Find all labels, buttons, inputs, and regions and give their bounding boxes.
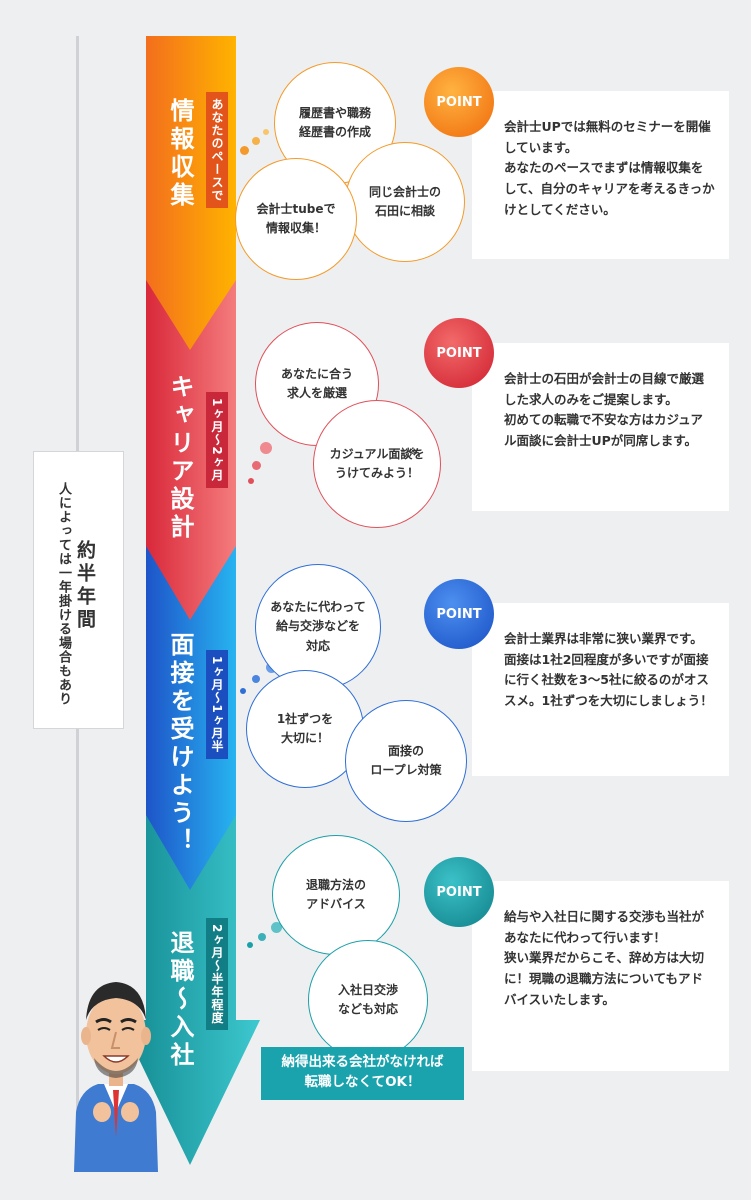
- bubble-dot: [240, 688, 246, 694]
- bubble-join-date: 入社日交渉 なども対応: [308, 940, 428, 1060]
- point-badge-1: POINT: [424, 67, 494, 137]
- bubble-dot: [252, 675, 260, 683]
- point-badge-2: POINT: [424, 318, 494, 388]
- stage-2-title: キャリア設計: [166, 374, 194, 542]
- point-card-3: 会計士業界は非常に狭い業界です。面接は1社2回程度が多いですが面接に行く社数を3…: [472, 603, 729, 776]
- bubble-negotiation: あなたに代わって 給与交渉などを 対応: [255, 564, 381, 690]
- stage-1-tag: あなたのペースで: [206, 92, 228, 208]
- bubble-dot: [258, 933, 266, 941]
- arrow-segment-2: [146, 270, 236, 620]
- bubble-dot: [252, 461, 261, 470]
- point-card-4: 給与や入社日に関する交渉も当社があなたに代わって行います！ 狭い業界だからこそ、…: [472, 881, 729, 1071]
- bubble-consult: 同じ会計士の 石田に相談: [345, 142, 465, 262]
- bubble-dot: [260, 442, 272, 454]
- stage-3-tag: 1ヶ月〜1ヶ月半: [206, 650, 228, 759]
- bubble-tube: 会計士tubeで 情報収集！: [235, 158, 357, 280]
- bubble-dot: [271, 922, 282, 933]
- stage-4-tag: 2ヶ月〜半年程度: [206, 918, 228, 1031]
- duration-box: 約半年間 人によっては一年掛ける場合もあり: [33, 451, 124, 729]
- bubble-casual-interview: カジュアル面談を うけてみよう！: [313, 400, 441, 528]
- duration-main: 約半年間: [74, 540, 96, 632]
- bubble-dot: [263, 129, 269, 135]
- bubble-dot: [240, 146, 249, 155]
- point-badge-4: POINT: [424, 857, 494, 927]
- arrow-segment-3: [146, 536, 236, 890]
- bubble-one-by-one: 1社ずつを 大切に！: [246, 670, 364, 788]
- stage-2-tag: 1ヶ月〜2ヶ月: [206, 392, 228, 488]
- duration-sub: 人によっては一年掛ける場合もあり: [56, 482, 71, 706]
- bubble-dot: [252, 137, 260, 145]
- stage-3-title: 面接を受けよう！: [166, 632, 194, 856]
- bubble-dot: [247, 942, 253, 948]
- notice-banner: 納得出来る会社がなければ 転職しなくてOK！: [261, 1047, 464, 1100]
- bubble-roleplay: 面接の ロープレ対策: [345, 700, 467, 822]
- note-mark: ※: [409, 447, 417, 456]
- point-card-1: 会計士UPでは無料のセミナーを開催しています。 あなたのペースでまずは情報収集を…: [472, 91, 729, 259]
- stage-4-title: 退職〜入社: [166, 930, 194, 1070]
- point-card-2: 会計士の石田が会計士の目線で厳選した求人のみをご提案します。 初めての転職で不安…: [472, 343, 729, 511]
- stage-1-title: 情報収集: [166, 98, 194, 210]
- bubble-dot: [248, 478, 254, 484]
- point-badge-3: POINT: [424, 579, 494, 649]
- arrow-segment-4: [120, 800, 260, 1165]
- bubble-retire-advice: 退職方法の アドバイス: [272, 835, 400, 955]
- person-illustration: [74, 982, 158, 1172]
